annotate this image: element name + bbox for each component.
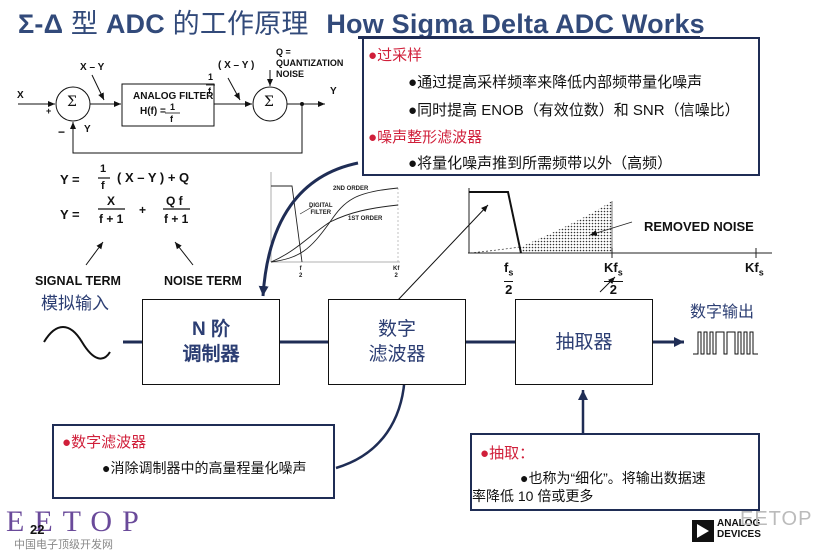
oversampling-heading: ●过采样	[368, 47, 423, 64]
filter-to-chart-arrow	[397, 204, 489, 301]
decimator-label: 抽取器	[555, 331, 613, 353]
second-order-curve	[270, 187, 399, 263]
digital-output-label: 数字输出	[690, 304, 755, 321]
filter-line2: 滤波器	[368, 344, 426, 365]
digital-filter-block[interactable]: 数字滤波器	[328, 299, 466, 385]
sigma-symbol-1: Σ	[67, 94, 77, 110]
noise-shaping-item-1: ●将量化噪声推到所需频带以外（高频）	[408, 155, 673, 172]
eq2-denominator2: f + 1	[164, 212, 189, 226]
filter-out-label: ( X – Y )	[218, 60, 255, 71]
first-order-label: 1ST ORDER	[348, 216, 383, 222]
signal-term-arrow	[85, 241, 104, 266]
signal-term-label: SIGNAL TERM	[35, 274, 121, 288]
page-number: 22	[30, 522, 45, 537]
feedback-y-label: Y	[84, 124, 91, 135]
noise-term-label: NOISE TERM	[164, 274, 242, 288]
sigma-symbol-2: Σ	[264, 94, 274, 110]
transfer-function-label: H(f) =	[140, 106, 166, 117]
eq1-denominator: f	[101, 180, 105, 192]
plus-sign: +	[46, 106, 52, 116]
digital-filter-note-box: ●数字滤波器 ●消除调制器中的高量程量化噪声	[52, 424, 335, 499]
analog-filter-box	[121, 83, 215, 127]
tick-kfs: Kfs	[745, 260, 764, 278]
filter-output-pointer	[227, 77, 241, 101]
oversampling-item-2: ●同时提高 ENOB（有效位数）和 SNR（信噪比）	[408, 102, 740, 119]
title-sigma-delta: Σ-Δ	[18, 9, 64, 39]
filter-line1: 数字	[377, 319, 416, 340]
digital-filter-note-heading: ●数字滤波器	[62, 434, 147, 451]
eq2-lhs: Y =	[60, 207, 80, 222]
tf-denominator: f	[170, 114, 173, 124]
removed-noise-chart	[468, 188, 772, 293]
sigma-delta-loop-diagram	[18, 70, 325, 154]
title-adc: ADC	[105, 9, 165, 39]
analog-filter-label: ANALOG FILTER	[133, 91, 214, 102]
out-numerator: 1	[208, 72, 214, 82]
tick-fs-over-2: fs 2	[504, 260, 514, 297]
feedback-path	[70, 104, 303, 154]
eq2-plus: +	[139, 203, 147, 217]
tf-numerator: 1	[170, 102, 176, 112]
eq1-rest: ( X – Y ) + Q	[117, 170, 190, 185]
analog-input-label: 模拟输入	[41, 294, 109, 313]
output-y-label: Y	[330, 86, 337, 97]
decimation-note-box: ●抽取： ●也称为“细化”。将输出数据速 率降低 10 倍或更多	[470, 433, 760, 511]
minus-sign: −	[58, 125, 66, 139]
analog-devices-wordmark: ANALOG DEVICES	[717, 518, 761, 540]
equation-bars	[85, 84, 215, 266]
modulator-line2: 调制器	[182, 344, 240, 365]
page-title: Σ-Δ 型 ADC 的工作原理 How Sigma Delta ADC Work…	[18, 2, 705, 41]
eetop-watermark-left: EETOP	[6, 505, 149, 538]
eq2-numerator1: X	[107, 194, 116, 208]
modulator-block[interactable]: N 阶调制器	[142, 299, 280, 385]
decimation-note-item: ●也称为“细化”。将输出数据速 率降低 10 倍或更多	[472, 470, 706, 504]
tick-kfs-over-2: Kfs 2	[604, 260, 623, 297]
sine-wave-icon	[43, 326, 111, 360]
digital-filter-label: DIGITAL FILTER	[309, 203, 333, 216]
oversampling-note-box: ●过采样 ●通过提高采样频率来降低内部频带量化噪声 ●同时提高 ENOB（有效位…	[362, 37, 760, 176]
x-minus-y-pointer	[91, 74, 105, 101]
eq1-lhs: Y =	[60, 172, 80, 187]
out-denominator: f	[208, 86, 211, 96]
eetop-watermark-right: EETOP	[740, 508, 813, 530]
digital-output-pulses	[693, 331, 758, 355]
eq1-numerator: 1	[100, 163, 107, 175]
eetop-watermark-subtitle: 中国电子顶级开发网	[14, 539, 113, 551]
filter-response-line	[469, 191, 522, 254]
digital-filter-note-item: ●消除调制器中的高量程量化噪声	[102, 460, 307, 476]
top-note-curve-arrow	[258, 161, 359, 297]
title-english: How Sigma Delta ADC Works	[326, 9, 705, 39]
eq2-denominator1: f + 1	[99, 212, 124, 226]
modulator-line1: N 阶	[191, 319, 230, 340]
removed-noise-label: REMOVED NOISE	[644, 219, 754, 234]
analog-devices-logo	[692, 520, 714, 542]
decimator-block[interactable]: 抽取器	[515, 299, 653, 385]
digital-filter-curve	[271, 185, 303, 263]
play-triangle-icon	[697, 524, 709, 538]
noise-term-arrow	[174, 241, 194, 266]
removed-noise-area	[520, 201, 612, 253]
decimation-note-heading: ●抽取：	[480, 445, 535, 462]
quant-noise-label: Q = QUANTIZATION NOISE	[276, 47, 344, 79]
input-x-label: X	[17, 90, 24, 101]
removed-noise-pointer	[589, 221, 633, 236]
title-cn-type: 型	[70, 9, 99, 39]
second-order-label: 2ND ORDER	[333, 186, 369, 192]
x-minus-y-label: X – Y	[80, 62, 105, 73]
noise-shaping-heading: ●噪声整形滤波器	[368, 129, 483, 146]
title-cn-principle: 的工作原理	[172, 9, 309, 39]
oversampling-item-1: ●通过提高采样频率来降低内部频带量化噪声	[408, 74, 703, 91]
first-order-curve	[270, 204, 399, 263]
eq2-numerator2: Q f	[166, 194, 183, 208]
